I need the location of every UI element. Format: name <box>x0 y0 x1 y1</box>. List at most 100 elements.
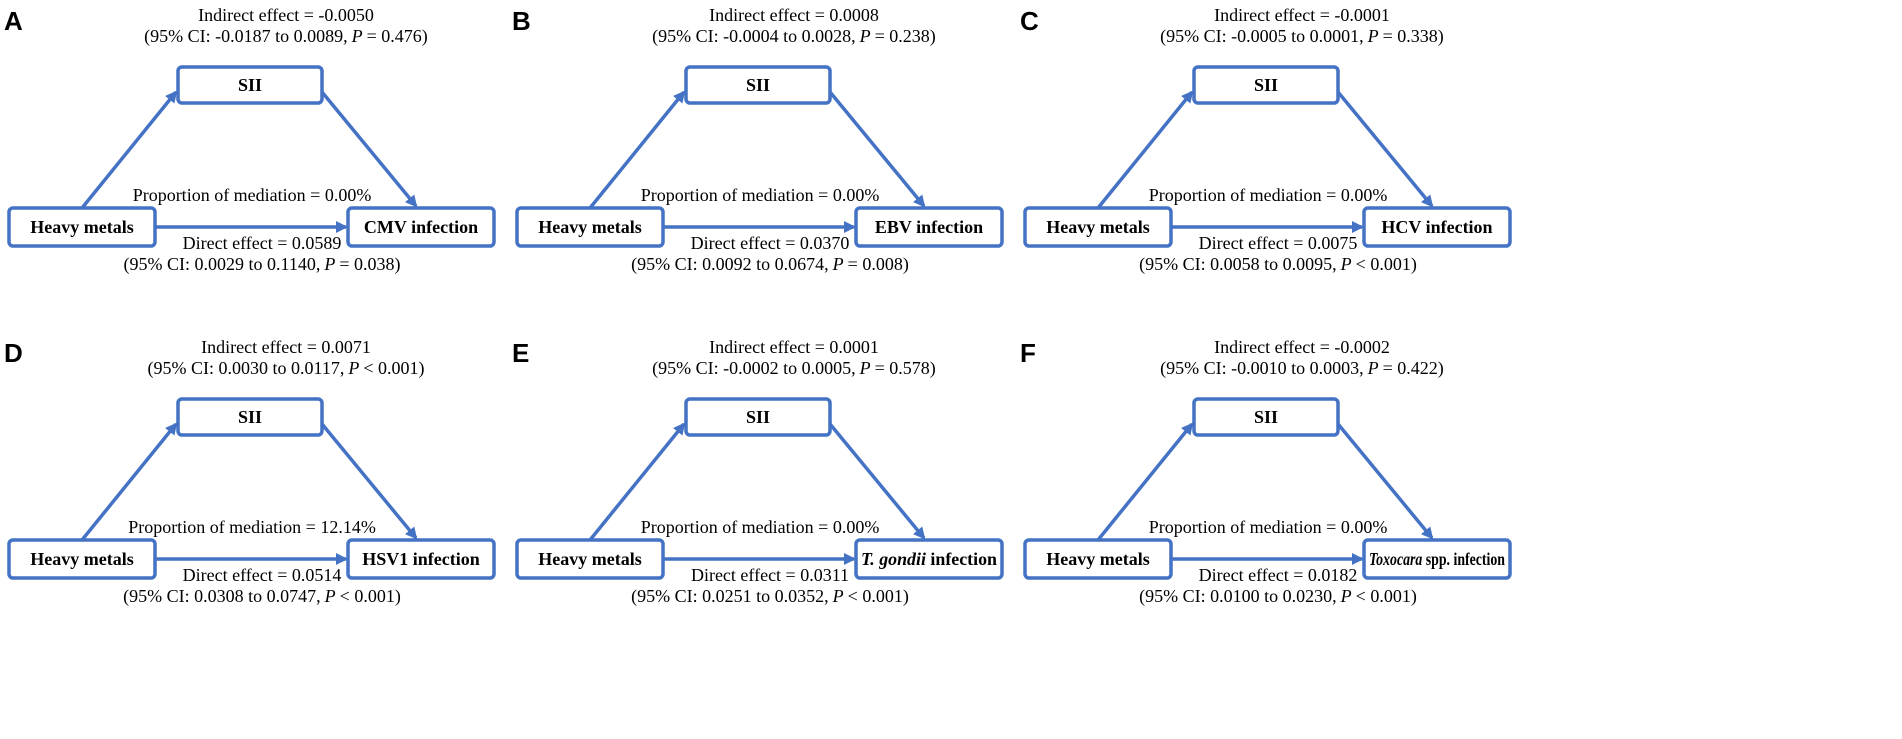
ci-range: (95% CI: -0.0005 to 0.0001, <box>1160 26 1363 47</box>
p-label: P <box>323 254 335 274</box>
arrow-mediator-to-outcome <box>1336 90 1434 208</box>
panel-letter: F <box>1020 338 1036 368</box>
ci-range: (95% CI: 0.0030 to 0.0117, <box>148 358 345 379</box>
outcome-label: Toxocara spp. infection <box>1369 549 1505 569</box>
exposure-box <box>1023 206 1173 248</box>
ci-range: (95% CI: 0.0308 to 0.0747, <box>123 586 321 607</box>
panel-a: A Indirect effect = -0.0050(95% CI: -0.01… <box>4 5 496 275</box>
panel-c: C Indirect effect = -0.0001(95% CI: -0.00… <box>1020 5 1512 275</box>
proportion-of-mediation: Proportion of mediation = 0.00% <box>1149 517 1388 537</box>
proportion-of-mediation: Proportion of mediation = 12.14% <box>128 517 376 537</box>
p-label: P <box>351 26 363 46</box>
indirect-effect-label: Indirect effect = -0.0002 <box>1214 337 1390 357</box>
exposure-label: Heavy metals <box>30 549 133 569</box>
mediator-label: SII <box>238 75 262 95</box>
ci-range: (95% CI: -0.0004 to 0.0028, <box>652 26 855 47</box>
direct-effect-ci: (95% CI: 0.0251 to 0.0352,P< 0.001) <box>631 586 909 607</box>
panel-letter: A <box>4 6 23 36</box>
proportion-of-mediation: Proportion of mediation = 0.00% <box>1149 185 1388 205</box>
p-value: < 0.001) <box>1356 254 1417 275</box>
indirect-effect-ci: (95% CI: -0.0004 to 0.0028,P= 0.238) <box>652 26 936 47</box>
direct-effect-ci: (95% CI: 0.0308 to 0.0747,P< 0.001) <box>123 586 401 607</box>
indirect-effect-ci: (95% CI: -0.0005 to 0.0001,P= 0.338) <box>1160 26 1444 47</box>
arrow-mediator-to-outcome <box>320 422 418 540</box>
outcome-plain: HCV infection <box>1381 217 1492 237</box>
direct-effect-ci: (95% CI: 0.0092 to 0.0674,P= 0.008) <box>631 254 909 275</box>
p-label: P <box>1340 254 1352 274</box>
outcome-box <box>1362 538 1512 580</box>
arrow-exposure-to-mediator <box>588 90 686 210</box>
p-value: = 0.038) <box>339 254 400 275</box>
indirect-effect-ci: (95% CI: 0.0030 to 0.0117,P< 0.001) <box>148 358 425 379</box>
panel-letter: D <box>4 338 23 368</box>
exposure-label: Heavy metals <box>30 217 133 237</box>
p-label: P <box>324 586 336 606</box>
mediator-box <box>1192 65 1340 105</box>
ci-range: (95% CI: -0.0002 to 0.0005, <box>652 358 855 379</box>
exposure-box <box>515 206 665 248</box>
panel-d: D Indirect effect = 0.0071(95% CI: 0.0030… <box>4 337 496 607</box>
p-value: = 0.238) <box>875 26 936 47</box>
ci-range: (95% CI: 0.0100 to 0.0230, <box>1139 586 1337 607</box>
outcome-italic: T. gondii <box>861 549 926 569</box>
arrow-mediator-to-outcome <box>828 422 926 540</box>
ci-range: (95% CI: 0.0058 to 0.0095, <box>1139 254 1337 275</box>
outcome-italic: Toxocara <box>1369 549 1422 569</box>
direct-effect-ci: (95% CI: 0.0029 to 0.1140,P= 0.038) <box>124 254 401 275</box>
direct-effect-label: Direct effect = 0.0075 <box>1199 233 1358 253</box>
exposure-box <box>515 538 665 580</box>
p-label: P <box>832 586 844 606</box>
direct-effect-label: Direct effect = 0.0311 <box>691 565 849 585</box>
outcome-plain: EBV infection <box>875 217 983 237</box>
p-label: P <box>347 358 359 378</box>
proportion-of-mediation: Proportion of mediation = 0.00% <box>641 517 880 537</box>
mediator-box <box>176 65 324 105</box>
p-value: < 0.001) <box>363 358 424 379</box>
p-label: P <box>859 358 871 378</box>
arrow-exposure-to-mediator <box>1096 90 1194 210</box>
outcome-box <box>854 206 1004 248</box>
arrow-exposure-to-mediator <box>80 422 178 542</box>
ci-range: (95% CI: 0.0092 to 0.0674, <box>631 254 829 275</box>
exposure-label: Heavy metals <box>1046 217 1149 237</box>
direct-effect-label: Direct effect = 0.0514 <box>183 565 342 585</box>
indirect-effect-label: Indirect effect = 0.0008 <box>709 5 879 25</box>
direct-effect-label: Direct effect = 0.0589 <box>183 233 342 253</box>
outcome-plain: CMV infection <box>364 217 478 237</box>
mediator-label: SII <box>746 407 770 427</box>
ci-range: (95% CI: 0.0029 to 0.1140, <box>124 254 321 275</box>
indirect-effect-label: Indirect effect = -0.0050 <box>198 5 374 25</box>
outcome-label: HCV infection <box>1381 217 1492 237</box>
p-label: P <box>1367 26 1379 46</box>
outcome-box <box>854 538 1004 580</box>
p-value: < 0.001) <box>340 586 401 607</box>
p-value: = 0.008) <box>848 254 909 275</box>
indirect-effect-label: Indirect effect = -0.0001 <box>1214 5 1390 25</box>
outcome-label: T. gondii infection <box>861 549 997 569</box>
mediator-box <box>176 397 324 437</box>
exposure-box <box>7 206 157 248</box>
p-value: = 0.476) <box>367 26 428 47</box>
direct-effect-ci: (95% CI: 0.0058 to 0.0095,P< 0.001) <box>1139 254 1417 275</box>
indirect-effect-ci: (95% CI: -0.0187 to 0.0089,P= 0.476) <box>144 26 428 47</box>
exposure-box <box>7 538 157 580</box>
arrow-exposure-to-mediator <box>80 90 178 210</box>
arrow-exposure-to-mediator <box>1096 422 1194 542</box>
p-value: < 0.001) <box>1356 586 1417 607</box>
exposure-label: Heavy metals <box>538 549 641 569</box>
proportion-of-mediation: Proportion of mediation = 0.00% <box>641 185 880 205</box>
indirect-effect-label: Indirect effect = 0.0071 <box>201 337 371 357</box>
arrow-mediator-to-outcome <box>1336 422 1434 540</box>
arrow-mediator-to-outcome <box>828 90 926 208</box>
exposure-label: Heavy metals <box>538 217 641 237</box>
p-label: P <box>832 254 844 274</box>
direct-effect-label: Direct effect = 0.0370 <box>691 233 850 253</box>
indirect-effect-label: Indirect effect = 0.0001 <box>709 337 879 357</box>
outcome-label: CMV infection <box>364 217 478 237</box>
outcome-label: HSV1 infection <box>362 549 480 569</box>
panel-letter: C <box>1020 6 1039 36</box>
mediator-label: SII <box>1254 407 1278 427</box>
